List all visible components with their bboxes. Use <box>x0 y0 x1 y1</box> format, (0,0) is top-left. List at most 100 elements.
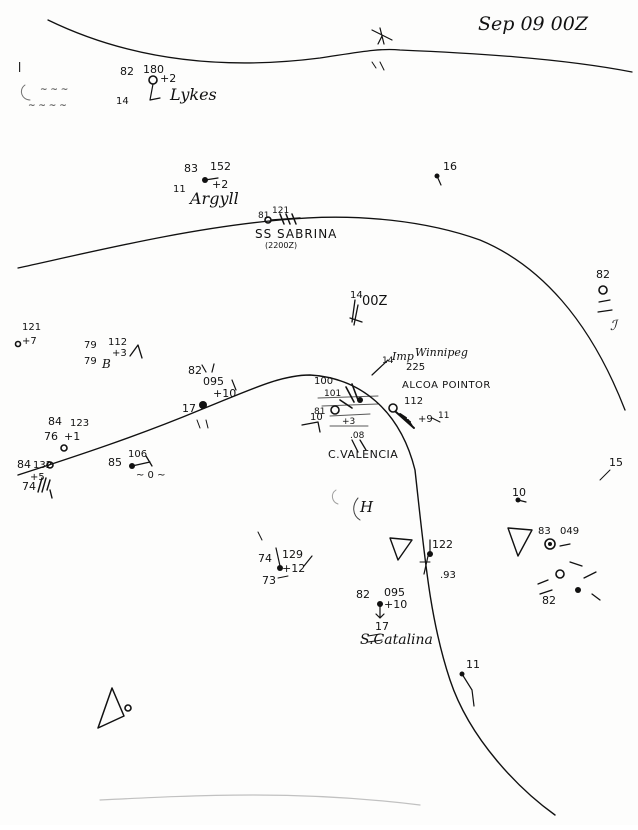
svg-text:81: 81 <box>258 211 269 221</box>
svg-text:84: 84 <box>17 458 31 471</box>
svg-text:~ ~ ~: ~ ~ ~ <box>40 85 68 95</box>
svg-text:ℐ: ℐ <box>610 318 619 334</box>
station-name-valencia: C.VALENCIA <box>328 448 398 461</box>
svg-text:15: 15 <box>609 456 623 469</box>
wind-report-16: 16 <box>434 160 457 186</box>
svg-text:14: 14 <box>382 356 394 366</box>
station-sabrina[interactable]: 81 121 SS SABRINA (2200Z) <box>255 206 337 250</box>
station-g[interactable]: 122 .93 <box>389 537 456 581</box>
svg-text:112: 112 <box>404 396 423 407</box>
svg-text:+10: +10 <box>213 387 236 400</box>
station-fragment-left: ꟾ ~ ~ ~ ~ ~ ~ ~ <box>18 62 68 111</box>
station-i-readings-visible[interactable]: 82 <box>542 594 556 607</box>
station-name-winnipeg: Winnipeg <box>415 346 468 359</box>
wind-barb-top <box>371 27 393 45</box>
isobar-middle <box>17 216 626 411</box>
time-marker: 14 00Z <box>349 290 388 326</box>
svg-text:+12: +12 <box>282 562 305 575</box>
svg-text:76: 76 <box>44 430 58 443</box>
svg-text:17: 17 <box>182 402 196 415</box>
faint-bottom-line <box>99 794 421 806</box>
svg-text:+2: +2 <box>160 72 176 85</box>
station-name-argyll: Argyll <box>188 189 239 208</box>
station-s-catalina[interactable]: 82 095 +10 17 S.Catalina <box>356 586 433 648</box>
svg-text:17: 17 <box>375 620 389 633</box>
svg-text:~ ~ ~ ~: ~ ~ ~ ~ <box>28 101 67 111</box>
svg-text:121: 121 <box>22 322 41 333</box>
svg-text:11: 11 <box>466 658 480 671</box>
svg-text:73: 73 <box>262 574 276 587</box>
station-i[interactable]: 82 83 049 049 82 <box>537 561 601 601</box>
svg-text:82: 82 <box>596 268 610 281</box>
tick-top <box>371 61 385 71</box>
svg-text:180: 180 <box>143 63 164 76</box>
svg-text:+3: +3 <box>342 417 355 427</box>
svg-text:225: 225 <box>406 362 425 373</box>
svg-text:+2: +2 <box>212 178 228 191</box>
svg-text:B: B <box>101 357 111 371</box>
svg-text:74: 74 <box>22 480 36 493</box>
station-e[interactable]: 85 106 ~ 0 ~ <box>108 449 165 481</box>
svg-text:.93: .93 <box>440 570 456 581</box>
svg-text:+7: +7 <box>22 336 37 347</box>
svg-text:112: 112 <box>108 337 127 348</box>
svg-text:81: 81 <box>314 407 325 417</box>
wind-report-10b: 10 <box>512 486 527 503</box>
station-j[interactable]: +7 83 049 <box>97 687 132 729</box>
svg-text:049: 049 <box>560 526 579 537</box>
svg-text:11: 11 <box>173 184 186 195</box>
svg-text:10: 10 <box>512 486 526 499</box>
svg-text:83: 83 <box>538 526 551 537</box>
svg-text:82: 82 <box>120 65 134 78</box>
svg-text:122: 122 <box>432 538 453 551</box>
svg-text:85: 85 <box>108 456 122 469</box>
svg-text:79: 79 <box>84 340 97 351</box>
svg-text:132: 132 <box>33 460 52 471</box>
station-alcoa[interactable]: ALCOA POINTOR 112 +9 11 <box>388 380 491 429</box>
station-f[interactable]: 74 129 +12 73 <box>257 531 313 587</box>
svg-text:152: 152 <box>210 160 231 173</box>
svg-text:123: 123 <box>70 418 89 429</box>
svg-text:74: 74 <box>258 552 272 565</box>
svg-text:Imp: Imp <box>391 350 414 363</box>
station-b[interactable]: 79 112 +3 79 B <box>84 337 143 371</box>
station-lykes[interactable]: 82 180 +2 14 Lykes <box>116 63 217 107</box>
svg-text:00Z: 00Z <box>362 294 388 309</box>
chart-date-time: Sep 09 00Z <box>478 13 589 35</box>
station-k[interactable]: 82 ℐ <box>596 268 619 334</box>
svg-text:.08: .08 <box>350 431 365 441</box>
svg-text:H: H <box>359 498 374 516</box>
isobar-top <box>47 19 633 73</box>
station-l[interactable]: 121 +7 <box>14 322 42 348</box>
station-winnipeg[interactable]: 14 Imp Winnipeg 225 <box>371 346 468 376</box>
station-argyll[interactable]: 83 152 +2 11 Argyll <box>173 160 239 208</box>
station-d[interactable]: 84 132 +5 74 <box>17 458 54 499</box>
svg-text:+3: +3 <box>112 348 127 359</box>
wind-report-11: 11 <box>459 658 480 707</box>
svg-text:095: 095 <box>384 586 405 599</box>
station-c[interactable]: 84 123 76 +1 <box>44 415 89 452</box>
svg-text:16: 16 <box>443 160 457 173</box>
svg-text:10: 10 <box>310 412 323 423</box>
station-name-lykes: Lykes <box>169 85 217 104</box>
svg-text:129: 129 <box>282 548 303 561</box>
svg-text:83: 83 <box>184 162 198 175</box>
svg-text:095: 095 <box>203 375 224 388</box>
svg-text:+9: +9 <box>418 414 433 425</box>
pressure-center: H <box>331 489 374 521</box>
station-a[interactable]: 82 095 +10 17 <box>182 363 237 429</box>
station-h[interactable]: 83 049 83 <box>507 526 579 557</box>
svg-text:+1: +1 <box>64 430 80 443</box>
station-i-temp-text: 82 <box>542 594 556 607</box>
svg-text:(2200Z): (2200Z) <box>265 241 297 250</box>
svg-text:11: 11 <box>438 411 449 421</box>
station-name-catalina: S.Catalina <box>360 632 433 648</box>
svg-text:84: 84 <box>48 415 62 428</box>
svg-text:101: 101 <box>324 389 341 399</box>
wind-report-15: 15 <box>609 456 623 469</box>
svg-text:+10: +10 <box>384 598 407 611</box>
station-name-alcoa: ALCOA POINTOR <box>402 380 491 391</box>
station-valencia[interactable]: 100 101 81 +3 .08 C.VALENCIA <box>314 376 398 461</box>
